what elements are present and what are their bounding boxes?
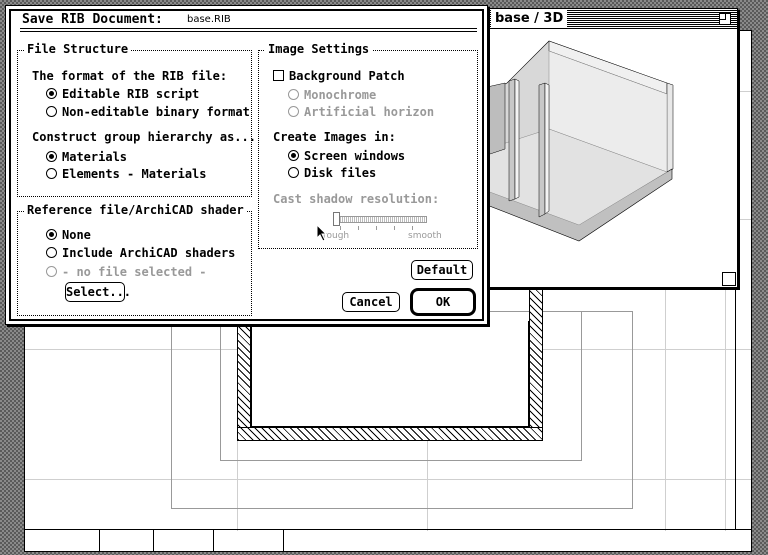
shadow-slider-thumb[interactable] xyxy=(333,212,340,226)
checkbox-icon xyxy=(273,70,284,81)
room-floor xyxy=(251,321,529,427)
status-divider xyxy=(25,529,751,530)
radio-icon xyxy=(46,106,57,117)
radio-icon xyxy=(288,89,299,100)
3d-building-render xyxy=(487,40,674,242)
dialog-filename: base.RIB xyxy=(187,14,231,25)
slider-tick xyxy=(412,226,413,230)
status-divider xyxy=(283,529,284,551)
reference-title: Reference file/ArchiCAD shader xyxy=(24,203,247,217)
slider-max-label: smooth xyxy=(408,231,442,241)
background-patch-checkbox[interactable]: Background Patch xyxy=(273,68,405,83)
radio-monochrome[interactable]: Monochrome xyxy=(288,87,376,102)
wall-bottom xyxy=(237,427,543,441)
image-settings-title: Image Settings xyxy=(265,42,373,56)
title-divider xyxy=(20,31,477,32)
slider-tick xyxy=(394,226,395,230)
zoom-box-icon[interactable] xyxy=(719,13,731,25)
dialog-frame xyxy=(9,9,484,321)
3d-window-titlebar[interactable]: base / 3D xyxy=(487,9,737,29)
shadow-slider-track[interactable] xyxy=(335,216,427,223)
image-settings-group: Image Settings xyxy=(258,42,478,249)
radio-editable-rib[interactable]: Editable RIB script xyxy=(46,86,199,101)
reference-group: Reference file/ArchiCAD shader xyxy=(17,203,252,316)
radio-disk-files[interactable]: Disk files xyxy=(288,165,376,180)
radio-artificial-horizon[interactable]: Artificial horizon xyxy=(288,104,434,119)
radio-selected-icon xyxy=(288,150,299,161)
grow-box-icon[interactable] xyxy=(722,272,736,286)
radio-materials[interactable]: Materials xyxy=(46,149,127,164)
slider-tick xyxy=(340,226,341,230)
mouse-cursor-icon xyxy=(316,224,328,242)
radio-icon xyxy=(288,167,299,178)
wall-left xyxy=(237,321,251,441)
radio-include-shaders[interactable]: Include ArchiCAD shaders xyxy=(46,245,235,260)
slider-tick xyxy=(376,226,377,230)
file-structure-title: File Structure xyxy=(24,42,132,56)
radio-no-file-selected[interactable]: - no file selected - xyxy=(46,264,207,279)
radio-icon xyxy=(46,266,57,277)
radio-elements-materials[interactable]: Elements - Materials xyxy=(46,166,207,181)
status-divider xyxy=(99,529,100,551)
radio-icon xyxy=(46,247,57,258)
radio-screen-windows[interactable]: Screen windows xyxy=(288,148,405,163)
select-button[interactable]: Select... xyxy=(65,282,131,302)
cancel-button[interactable]: Cancel xyxy=(342,292,400,312)
dialog-title: Save RIB Document: xyxy=(22,12,163,27)
radio-binary-format[interactable]: Non-editable binary format xyxy=(46,104,250,119)
3d-window[interactable]: base / 3D xyxy=(486,8,738,288)
radio-icon xyxy=(46,168,57,179)
wall-right xyxy=(529,289,543,441)
plan-outline-inner xyxy=(220,311,582,461)
radio-selected-icon xyxy=(46,88,57,99)
save-rib-dialog: Save RIB Document: base.RIB File Structu… xyxy=(5,5,488,325)
file-structure-group: File Structure xyxy=(17,42,252,197)
rib-format-label: The format of the RIB file: xyxy=(32,69,228,83)
radio-selected-icon xyxy=(46,229,57,240)
slider-tick xyxy=(358,226,359,230)
radio-icon xyxy=(288,106,299,117)
3d-window-title: base / 3D xyxy=(491,10,568,27)
status-divider xyxy=(213,529,214,551)
slider-min-label: rough xyxy=(323,231,350,241)
status-divider xyxy=(153,529,154,551)
radio-none[interactable]: None xyxy=(46,227,91,242)
hierarchy-label: Construct group hierarchy as... xyxy=(32,130,256,144)
title-divider xyxy=(20,28,477,29)
shadow-resolution-label: Cast shadow resolution: xyxy=(273,192,440,206)
grid-line xyxy=(25,479,751,480)
default-button[interactable]: Default xyxy=(411,260,473,280)
ok-button[interactable]: OK xyxy=(410,288,476,316)
create-images-label: Create Images in: xyxy=(273,130,396,144)
radio-selected-icon xyxy=(46,151,57,162)
